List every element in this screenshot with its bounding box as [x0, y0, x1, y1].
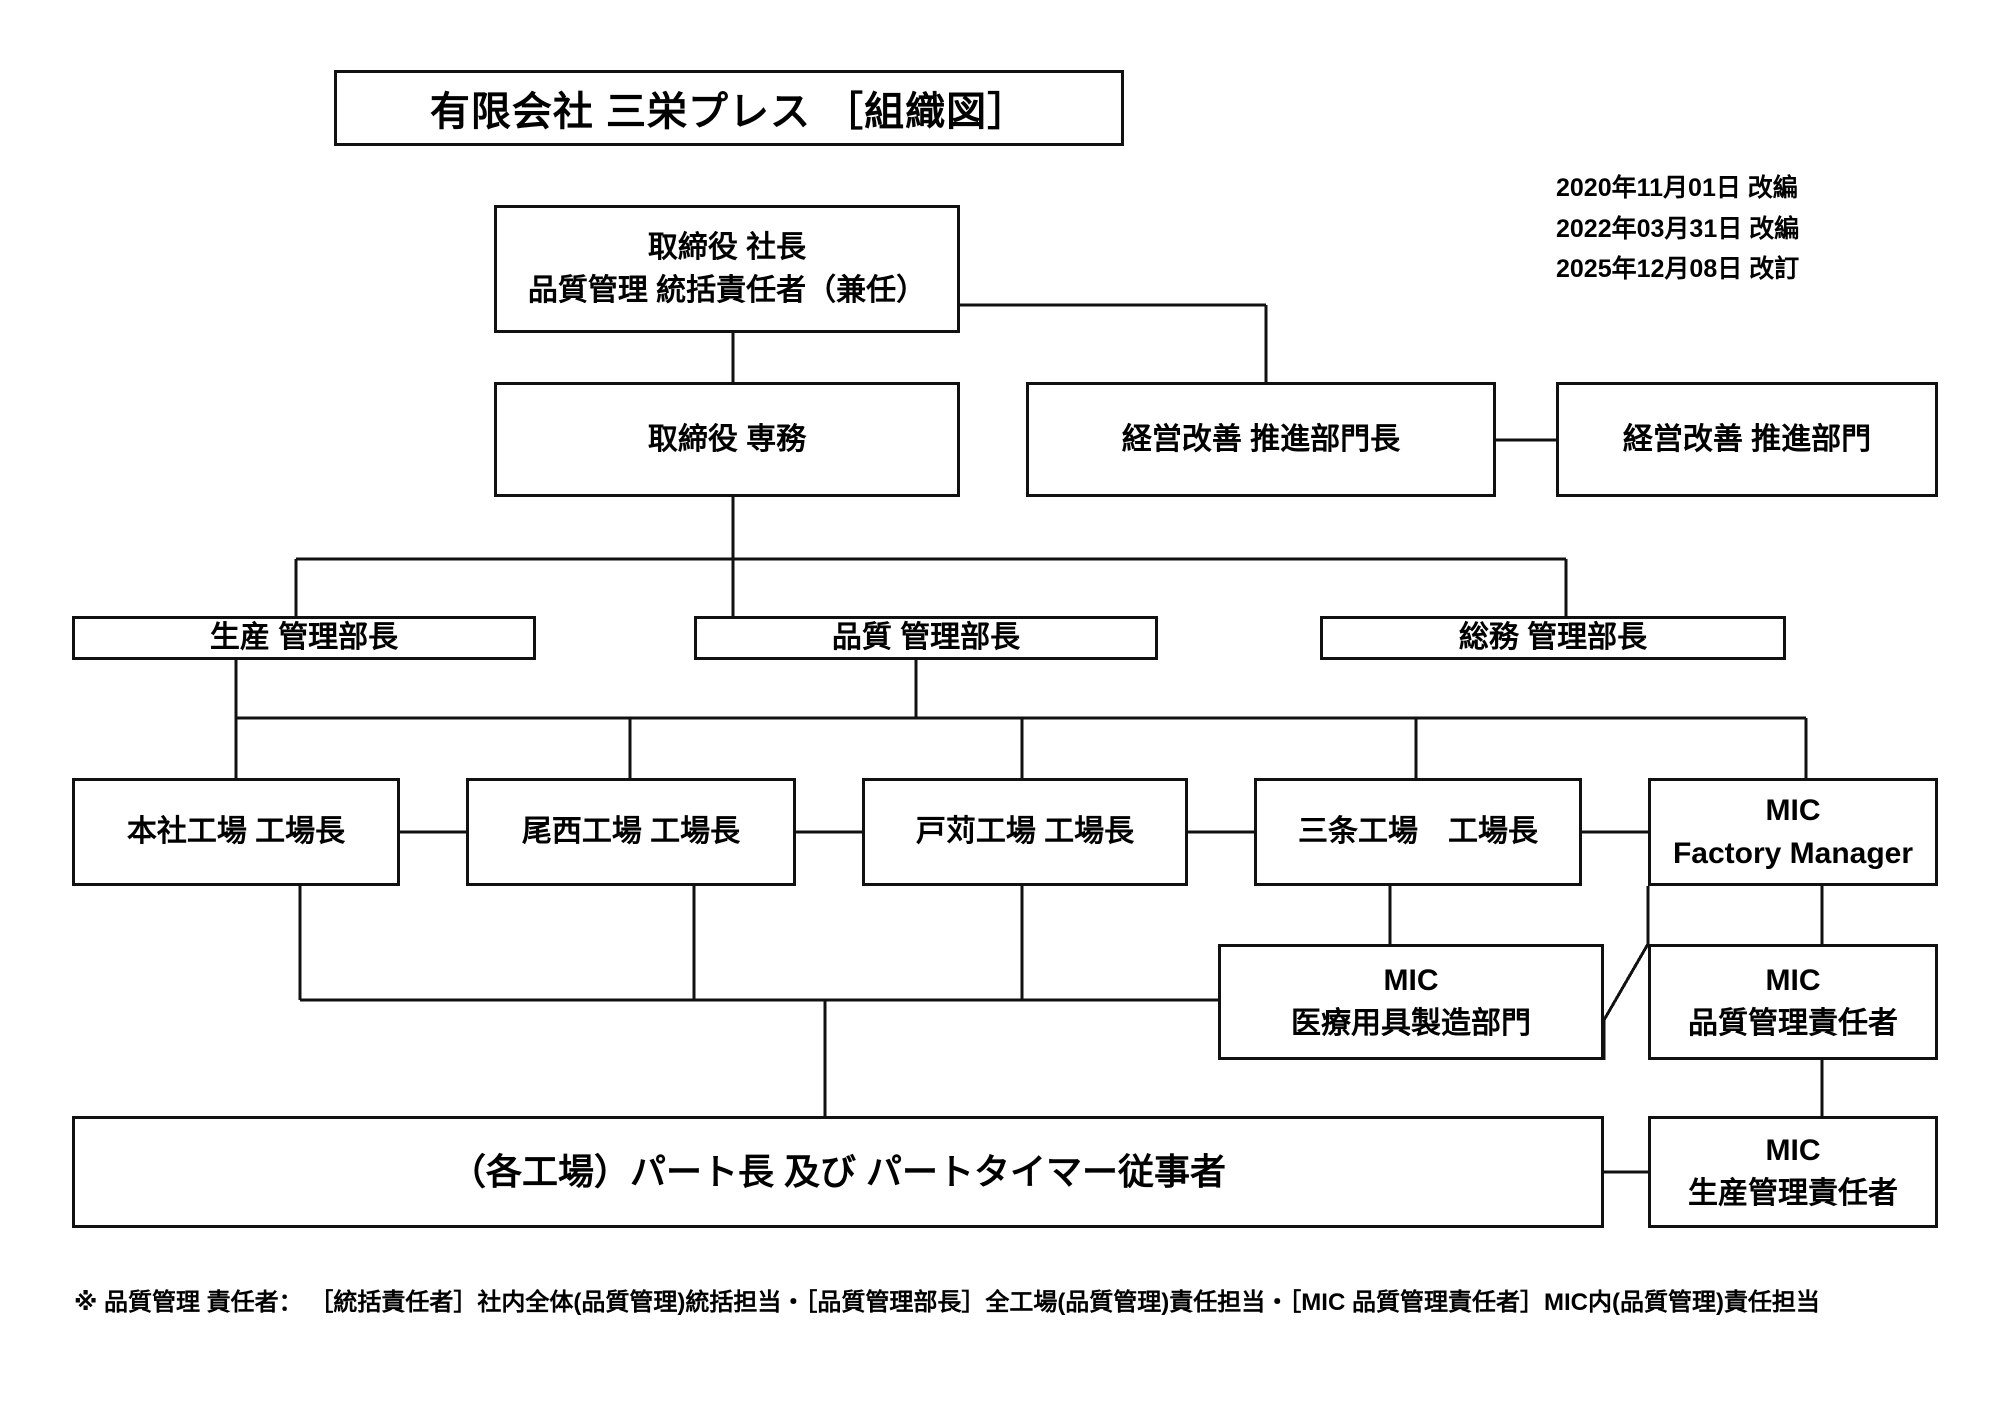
node-factory-togari[interactable]: 戸苅工場 工場長: [862, 778, 1188, 886]
node-kaizen-dept[interactable]: 経営改善 推進部門: [1556, 382, 1938, 497]
node-mic-factory-manager[interactable]: MIC Factory Manager: [1648, 778, 1938, 886]
node-factory-sanjo-line1: 三条工場 工場長: [1298, 815, 1538, 849]
node-kaizen-dept-line1: 経営改善 推進部門: [1622, 422, 1872, 456]
node-factory-honsha[interactable]: 本社工場 工場長: [72, 778, 400, 886]
node-part-timers[interactable]: （各工場）パート長 及び パートタイマー従事者: [72, 1116, 1604, 1228]
node-mic-production-manager-line1: MIC: [1765, 1133, 1821, 1167]
node-kaizen-manager-line1: 経営改善 推進部門長: [1121, 422, 1401, 456]
node-general-affairs-manager[interactable]: 総務 管理部長: [1320, 616, 1786, 660]
node-part-timers-line1: （各工場）パート長 及び パートタイマー従事者: [449, 1150, 1226, 1192]
node-president[interactable]: 取締役 社長 品質管理 統括責任者（兼任）: [494, 205, 960, 333]
node-senior-director[interactable]: 取締役 専務: [494, 382, 960, 497]
node-factory-honsha-line1: 本社工場 工場長: [126, 815, 346, 849]
revision-item-3: 2025年12月08日 改訂: [1556, 255, 1800, 283]
revision-item-2: 2022年03月31日 改編: [1556, 214, 1800, 243]
node-factory-togari-line1: 戸苅工場 工場長: [915, 815, 1135, 849]
node-mic-medical-device-dept-line1: MIC: [1383, 963, 1439, 997]
node-president-line1: 取締役 社長: [647, 230, 807, 264]
node-president-line2: 品質管理 統括責任者（兼任）: [527, 274, 927, 307]
node-quality-dept-manager[interactable]: 品質 管理部長: [694, 616, 1158, 660]
page-title: 有限会社 三栄プレス ［組織図］: [334, 70, 1124, 146]
node-mic-medical-device-dept-line2: 医療用具製造部門: [1291, 1007, 1531, 1040]
node-mic-factory-manager-line1: MIC: [1765, 793, 1821, 827]
node-production-dept-manager-line1: 生産 管理部長: [209, 621, 399, 655]
node-mic-production-manager[interactable]: MIC 生産管理責任者: [1648, 1116, 1938, 1228]
footnote: ※ 品質管理 責任者： ［統括責任者］社内全体(品質管理)統括担当・［品質管理部…: [74, 1289, 1820, 1316]
node-factory-sanjo[interactable]: 三条工場 工場長: [1254, 778, 1582, 886]
node-factory-onishi[interactable]: 尾西工場 工場長: [466, 778, 796, 886]
node-mic-production-manager-line2: 生産管理責任者: [1688, 1177, 1898, 1210]
revision-history: 2020年11月01日 改編 2022年03月31日 改編 2025年12月08…: [1556, 168, 1936, 290]
node-mic-quality-manager[interactable]: MIC 品質管理責任者: [1648, 944, 1938, 1060]
node-kaizen-manager[interactable]: 経営改善 推進部門長: [1026, 382, 1496, 497]
node-mic-medical-device-dept[interactable]: MIC 医療用具製造部門: [1218, 944, 1604, 1060]
node-mic-quality-manager-line2: 品質管理責任者: [1688, 1007, 1898, 1040]
node-senior-director-line1: 取締役 専務: [647, 422, 807, 456]
node-general-affairs-manager-line1: 総務 管理部長: [1458, 621, 1648, 655]
node-factory-onishi-line1: 尾西工場 工場長: [521, 815, 741, 849]
node-production-dept-manager[interactable]: 生産 管理部長: [72, 616, 536, 660]
node-mic-factory-manager-line2: Factory Manager: [1672, 837, 1914, 870]
revision-item-1: 2020年11月01日 改編: [1556, 174, 1798, 202]
page-title-text: 有限会社 三栄プレス ［組織図］: [429, 90, 1029, 134]
node-mic-quality-manager-line1: MIC: [1765, 963, 1821, 997]
node-quality-dept-manager-line1: 品質 管理部長: [831, 621, 1021, 655]
